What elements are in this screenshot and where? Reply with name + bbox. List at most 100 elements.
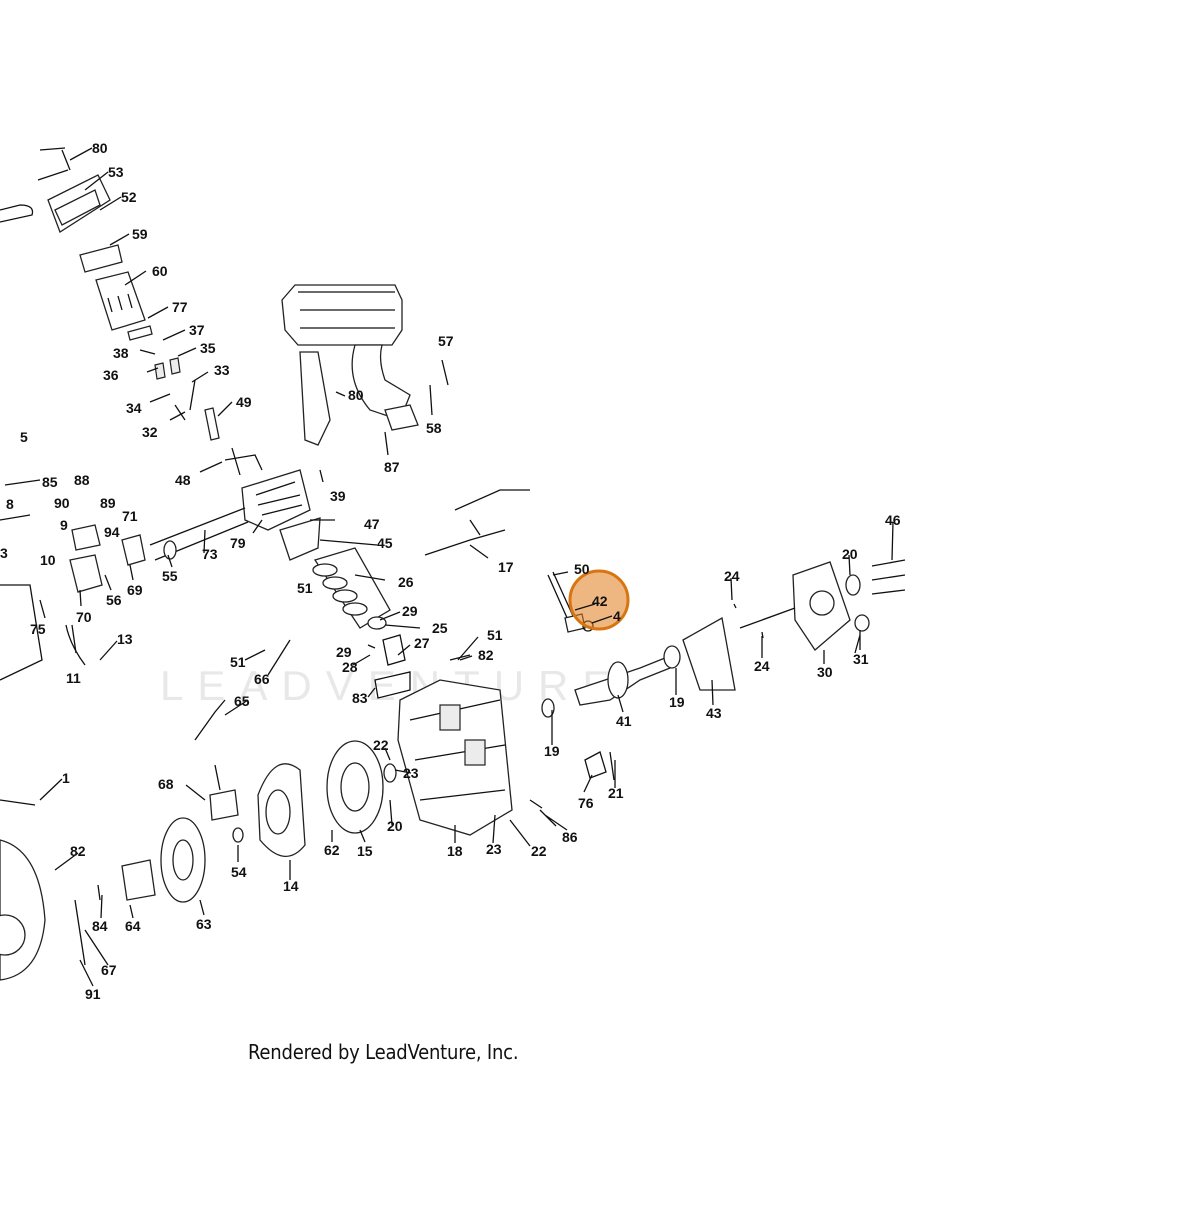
callout-11: 11 <box>66 670 81 686</box>
callout-68: 68 <box>158 776 174 792</box>
callout-87: 87 <box>384 459 400 475</box>
crankshaft-group <box>574 559 906 706</box>
watermark-text: LEADVENTURE <box>160 662 624 709</box>
callout-80: 80 <box>92 140 108 156</box>
callout-31: 31 <box>853 651 869 667</box>
callout-88: 88 <box>74 472 90 488</box>
callout-4: 4 <box>613 608 621 624</box>
callout-64: 64 <box>125 918 141 934</box>
callout-51: 51 <box>297 580 313 596</box>
callout-51c: 51 <box>230 654 246 670</box>
callout-22b: 22 <box>531 843 547 859</box>
callout-91: 91 <box>85 986 101 1002</box>
callout-55: 55 <box>162 568 178 584</box>
callout-67: 67 <box>101 962 117 978</box>
callout-8: 8 <box>6 496 14 512</box>
callout-23: 23 <box>403 765 419 781</box>
callout-29b: 29 <box>336 644 352 660</box>
callout-66: 66 <box>254 671 270 687</box>
callout-5: 5 <box>20 429 28 445</box>
callout-20b: 20 <box>387 818 403 834</box>
callout-71: 71 <box>122 508 138 524</box>
callout-75: 75 <box>30 621 46 637</box>
callout-26: 26 <box>398 574 414 590</box>
callout-37: 37 <box>189 322 205 338</box>
callout-22: 22 <box>373 737 389 753</box>
callout-51b: 51 <box>487 627 503 643</box>
callout-42: 42 <box>592 593 608 609</box>
callout-17: 17 <box>498 559 514 575</box>
render-credit: Rendered by LeadVenture, Inc. <box>248 1040 519 1064</box>
callout-14: 14 <box>283 878 299 894</box>
callout-30: 30 <box>817 664 833 680</box>
callout-50: 50 <box>574 561 590 577</box>
callout-83: 83 <box>352 690 368 706</box>
callout-34: 34 <box>126 400 142 416</box>
callout-18: 18 <box>447 843 463 859</box>
callout-63: 63 <box>196 916 212 932</box>
callout-52: 52 <box>121 189 137 205</box>
callout-48: 48 <box>175 472 191 488</box>
callout-73: 73 <box>202 546 218 562</box>
callout-28: 28 <box>342 659 358 675</box>
callout-62: 62 <box>324 842 340 858</box>
callout-85: 85 <box>42 474 58 490</box>
callout-59: 59 <box>132 226 148 242</box>
callout-32: 32 <box>142 424 158 440</box>
callout-labels: 80 53 52 59 60 77 37 38 35 36 33 34 49 3… <box>0 140 901 1002</box>
carburetor-group <box>0 479 177 681</box>
muffler-group <box>281 284 449 456</box>
callout-27: 27 <box>414 635 430 651</box>
callout-13: 13 <box>117 631 133 647</box>
callout-36: 36 <box>103 367 119 383</box>
highlight-marker[interactable] <box>568 569 630 631</box>
callout-89: 89 <box>100 495 116 511</box>
callout-80b: 80 <box>348 387 364 403</box>
callout-56: 56 <box>106 592 122 608</box>
callout-25: 25 <box>432 620 448 636</box>
crankcase-group <box>383 679 555 836</box>
callout-77: 77 <box>172 299 188 315</box>
callout-79: 79 <box>230 535 246 551</box>
callout-65: 65 <box>234 693 250 709</box>
callout-19b: 19 <box>544 743 560 759</box>
callout-24: 24 <box>724 568 740 584</box>
callout-15: 15 <box>357 843 373 859</box>
misc-small-parts <box>374 634 615 809</box>
callout-21: 21 <box>608 785 624 801</box>
callout-94: 94 <box>104 524 120 540</box>
callout-41: 41 <box>616 713 632 729</box>
callout-23b: 23 <box>486 841 502 857</box>
callout-46: 46 <box>885 512 901 528</box>
callout-53: 53 <box>108 164 124 180</box>
callout-10: 10 <box>40 552 56 568</box>
callout-9: 9 <box>60 517 68 533</box>
callout-86: 86 <box>562 829 578 845</box>
callout-38: 38 <box>113 345 129 361</box>
leader-lines <box>39 147 894 987</box>
callout-82b: 82 <box>70 843 86 859</box>
callout-57: 57 <box>438 333 454 349</box>
callout-43: 43 <box>706 705 722 721</box>
callout-3: 3 <box>0 545 8 561</box>
cylinder-head-group <box>149 469 391 630</box>
callout-76: 76 <box>578 795 594 811</box>
callout-47: 47 <box>364 516 380 532</box>
callout-24b: 24 <box>754 658 770 674</box>
callout-39: 39 <box>330 488 346 504</box>
callout-35: 35 <box>200 340 216 356</box>
callout-70: 70 <box>76 609 92 625</box>
callout-90: 90 <box>54 495 70 511</box>
callout-60: 60 <box>152 263 168 279</box>
callout-45: 45 <box>377 535 393 551</box>
callout-58: 58 <box>426 420 442 436</box>
callout-1: 1 <box>62 770 70 786</box>
callout-29: 29 <box>402 603 418 619</box>
recoil-housing <box>0 799 101 981</box>
callout-84: 84 <box>92 918 108 934</box>
callout-49: 49 <box>236 394 252 410</box>
callout-20: 20 <box>842 546 858 562</box>
callout-19: 19 <box>669 694 685 710</box>
callout-54: 54 <box>231 864 247 880</box>
